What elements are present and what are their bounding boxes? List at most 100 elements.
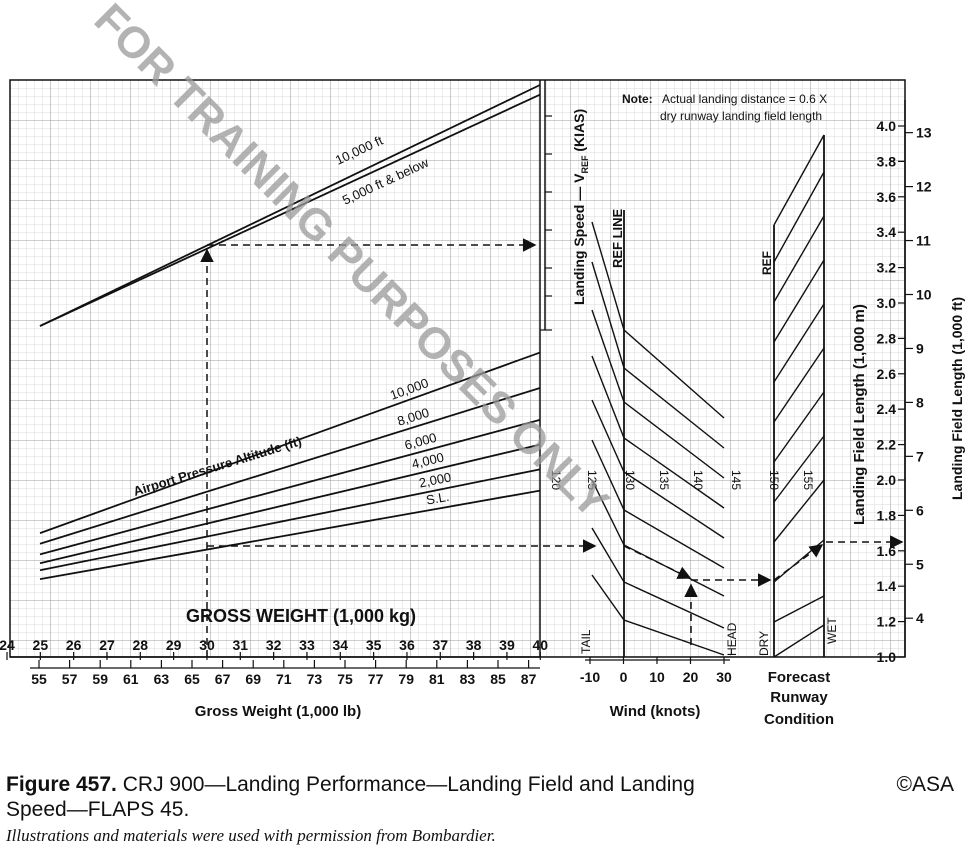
y-axis-label-feet: Landing Field Length (1,000 ft) [949,297,965,500]
kg-tick-label-35: 35 [366,637,382,653]
kg-tick-label-24: 24 [0,637,15,653]
kg-tick-label-37: 37 [433,637,449,653]
lb-tick-label-73: 73 [307,671,323,687]
lb-tick-label-67: 67 [215,671,231,687]
altitude-line-3 [39,443,541,565]
kg-tick-label-40: 40 [532,637,548,653]
lb-tick-label-83: 83 [460,671,476,687]
tail-label: TAIL [579,629,593,654]
example-path [200,238,904,657]
lb-tick-label-71: 71 [276,671,292,687]
ft-tick-label-11: 11 [916,233,931,249]
wind-tick-label--10: -10 [580,669,600,685]
ft-tick-label-10: 10 [916,287,932,303]
altitude-line-0 [39,351,541,534]
wind-tick-label-0: 0 [620,669,628,685]
lb-tick-label-59: 59 [92,671,108,687]
lb-tick-label-69: 69 [245,671,261,687]
m-tick-label-1.8: 1.8 [877,507,897,523]
kg-tick-label-29: 29 [166,637,182,653]
m-tick-label-1.6: 1.6 [877,543,897,559]
figure-credit: Illustrations and materials were used wi… [6,826,496,845]
lb-tick-label-57: 57 [62,671,78,687]
note-line2: dry runway landing field length [660,109,822,123]
kg-tick-label-36: 36 [399,637,415,653]
m-tick-label-1.0: 1.0 [877,649,897,665]
m-tick-label-2.0: 2.0 [877,472,897,488]
kg-tick-label-33: 33 [299,637,315,653]
wind-tick-label-30: 30 [716,669,732,685]
dry-label: DRY [757,631,771,656]
ft-tick-label-13: 13 [916,125,932,141]
kg-tick-label-38: 38 [466,637,482,653]
speed-label-150: 150 [767,470,781,490]
x-axis-label-wind: Wind (knots) [610,703,701,720]
speed-label-145: 145 [729,470,743,490]
landing-performance-chart: 10,000 ft5,000 ft & below 10,0008,0006,0… [0,0,965,728]
runway-ref-label: REF [760,251,774,275]
ft-tick-label-8: 8 [916,394,924,410]
lb-tick-label-79: 79 [398,671,414,687]
altitude-line-2 [39,418,541,556]
kg-tick-label-39: 39 [499,637,515,653]
ft-tick-label-7: 7 [916,448,924,464]
wind-tick-label-10: 10 [649,669,665,685]
lb-tick-label-61: 61 [123,671,139,687]
speed-label-155: 155 [801,470,815,490]
wet-label: WET [825,617,839,644]
kg-tick-label-27: 27 [99,637,115,653]
altitude-line-4 [39,468,541,572]
y-axis-meters: 1.01.21.41.61.82.02.22.42.62.83.03.23.43… [877,100,906,665]
kg-tick-label-34: 34 [333,637,349,653]
altitude-line-5 [39,489,541,581]
gross-weight-kg-label: GROSS WEIGHT (1,000 kg) [186,606,416,626]
ft-tick-label-9: 9 [916,340,924,356]
altitude-line-label-4: 2,000 [418,469,453,490]
note-label: Note: [622,92,653,106]
m-tick-label-3.4: 3.4 [877,224,897,240]
copyright: ©ASA [896,773,955,796]
lb-tick-label-85: 85 [490,671,506,687]
kg-tick-label-30: 30 [199,637,215,653]
figure-title-line2: Speed—FLAPS 45. [6,798,190,821]
y-axis-label-meters: Landing Field Length (1,000 m) [851,304,868,525]
vref-line-0 [39,84,541,327]
m-tick-label-2.2: 2.2 [877,437,897,453]
lb-tick-label-87: 87 [521,671,537,687]
x-axis-label-runway-1: Forecast [768,669,831,686]
m-tick-label-3.0: 3.0 [877,295,897,311]
vref-axis-label: Landing Speed — VREF (KIAS) [571,109,590,305]
kg-tick-label-26: 26 [66,637,82,653]
lb-tick-label-65: 65 [184,671,200,687]
speed-label-120: 120 [549,470,563,490]
x-axis-label-runway-3: Condition [764,711,834,728]
m-tick-label-4.0: 4.0 [877,118,897,134]
ft-tick-label-4: 4 [916,610,924,626]
x-axis-label-runway-2: Runway [770,689,828,706]
m-tick-label-2.4: 2.4 [877,401,897,417]
grid-background-major [10,80,905,657]
note-line1: Actual landing distance = 0.6 X [662,92,827,106]
ft-tick-label-6: 6 [916,502,924,518]
lb-tick-label-63: 63 [154,671,170,687]
figure-caption: Figure 457. CRJ 900—Landing Performance—… [6,772,956,846]
x-axis-label-weight: Gross Weight (1,000 lb) [195,703,361,720]
m-tick-label-3.8: 3.8 [877,153,897,169]
ref-line-label: REF LINE [610,208,625,268]
speed-label-130: 130 [623,470,637,490]
m-tick-label-1.4: 1.4 [877,578,897,594]
lb-tick-label-81: 81 [429,671,445,687]
m-tick-label-2.6: 2.6 [877,366,897,382]
x-axis-wind: -10 0 10 20 30 [580,657,732,685]
wind-guide-lines [591,221,725,656]
head-label: HEAD [725,622,739,656]
ft-tick-label-12: 12 [916,179,932,195]
vref-line-1 [39,93,541,327]
vref-axis-ticks [540,115,552,331]
altitude-line-1 [39,387,541,545]
wind-tick-label-20: 20 [683,669,699,685]
kg-tick-label-25: 25 [33,637,49,653]
